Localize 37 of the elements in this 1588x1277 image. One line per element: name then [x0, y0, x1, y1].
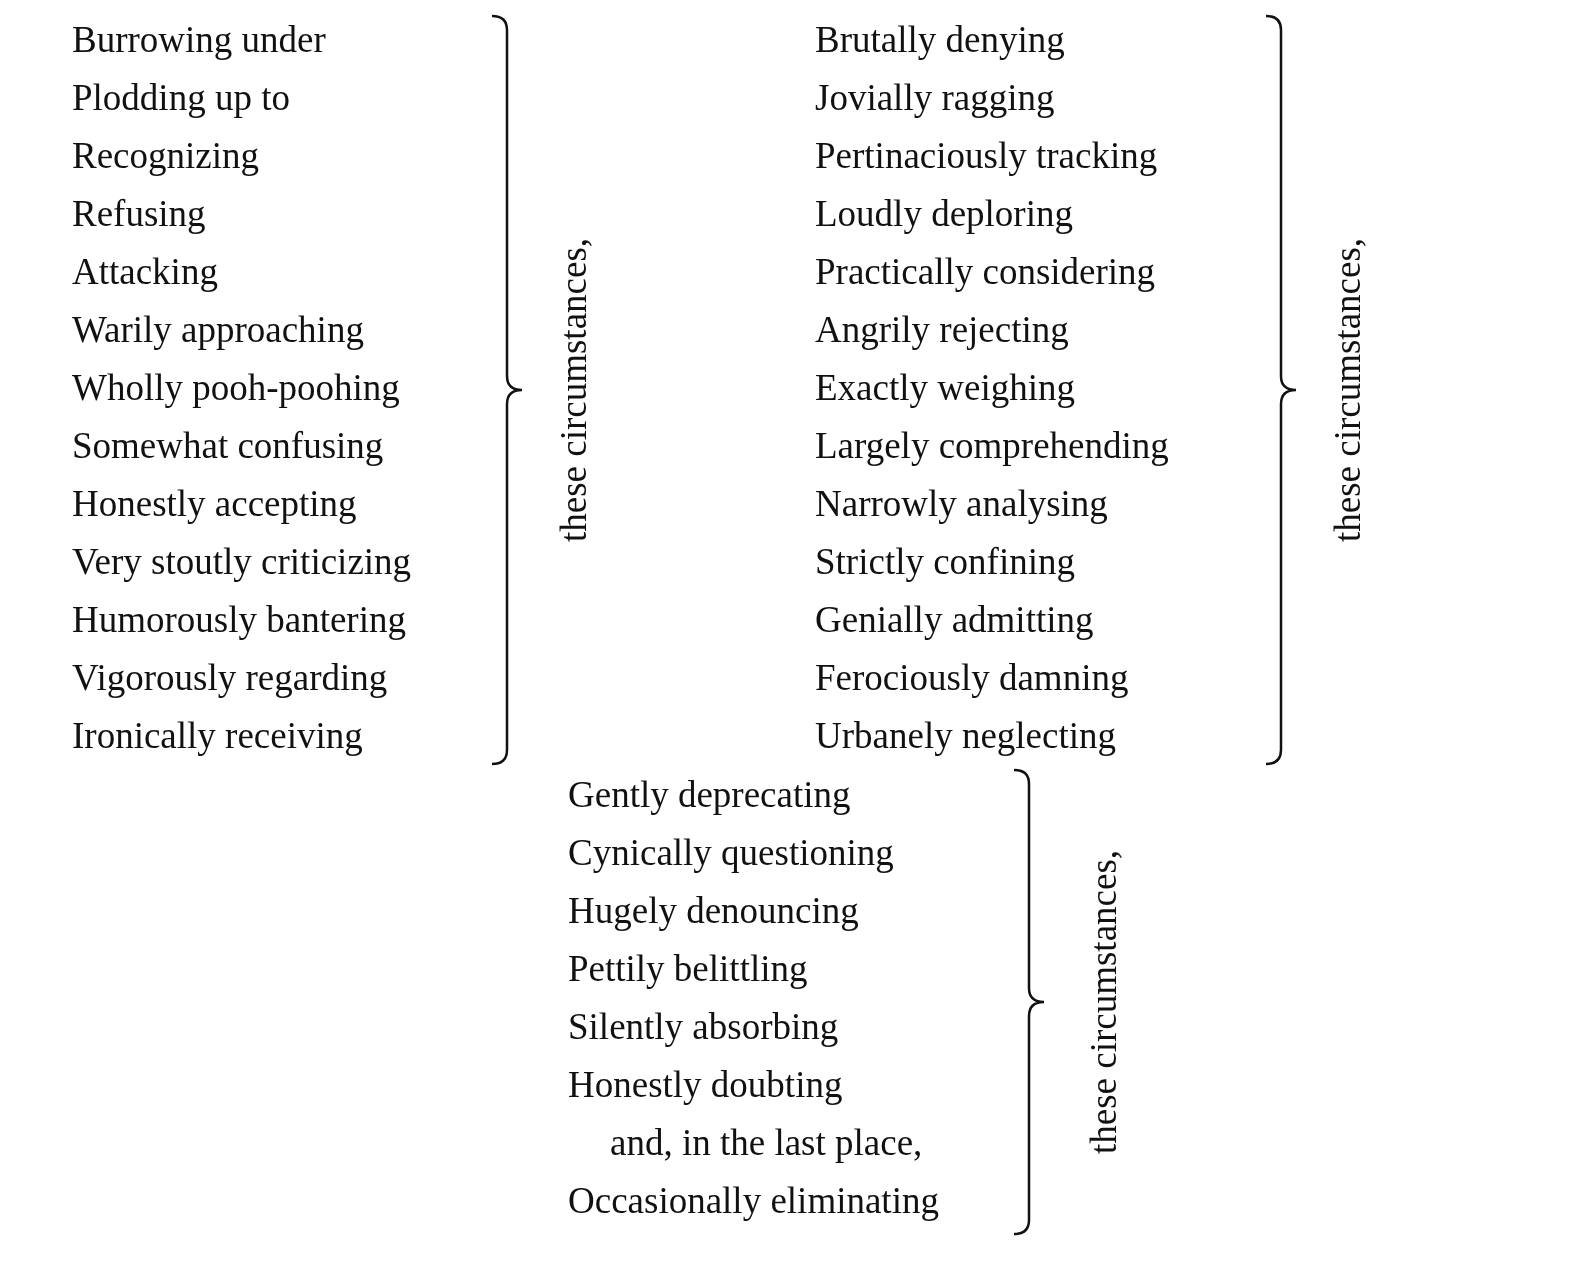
list-item-text: Recognizing	[72, 134, 259, 178]
vertical-note: these circumstances,	[1082, 849, 1125, 1155]
list-item-text: Honestly accepting	[72, 482, 357, 526]
list-item-text: Burrowing under	[72, 18, 326, 62]
list-item-text: Urbanely neglecting	[815, 714, 1117, 758]
list-item-text: and, in the last place,	[610, 1121, 923, 1165]
list-item-text: Largely comprehending	[815, 424, 1169, 468]
list-item-text: Silently absorbing	[568, 1005, 839, 1049]
list-item-text: Cynically questioning	[568, 831, 894, 875]
list-item-text: Narrowly analysing	[815, 482, 1108, 526]
list-item-text: Wholly pooh-poohing	[72, 366, 400, 410]
list-item-text: Loudly deploring	[815, 192, 1073, 236]
list-item-text: Practically considering	[815, 250, 1156, 294]
list-item-text: Refusing	[72, 192, 206, 236]
list-item-text: Hugely denouncing	[568, 889, 859, 933]
list-item-text: Angrily rejecting	[815, 308, 1069, 352]
list-item-text: Somewhat confusing	[72, 424, 384, 468]
list-item-text: Gently deprecating	[568, 773, 851, 817]
list-item-text: Plodding up to	[72, 76, 290, 120]
list-item-text: Attacking	[72, 250, 218, 294]
list-item-text: Vigorously regarding	[72, 656, 388, 700]
vertical-note: these circumstances,	[1326, 237, 1369, 543]
list-item-text: Warily approaching	[72, 308, 364, 352]
list-item-text: Humorously bantering	[72, 598, 406, 642]
list-item-text: Occasionally eliminating	[568, 1179, 939, 1223]
vertical-note: these circumstances,	[552, 237, 595, 543]
list-item-text: Strictly confining	[815, 540, 1075, 584]
list-item-text: Pettily belittling	[568, 947, 808, 991]
list-item-text: Brutally denying	[815, 18, 1065, 62]
list-item-text: Genially admitting	[815, 598, 1094, 642]
list-item-text: Exactly weighing	[815, 366, 1075, 410]
list-item-text: Honestly doubting	[568, 1063, 843, 1107]
list-item-text: Ferociously damning	[815, 656, 1129, 700]
list-item-text: Very stoutly criticizing	[72, 540, 412, 584]
list-item-text: Ironically receiving	[72, 714, 363, 758]
list-item-text: Jovially ragging	[815, 76, 1055, 120]
list-item-text: Pertinaciously tracking	[815, 134, 1158, 178]
